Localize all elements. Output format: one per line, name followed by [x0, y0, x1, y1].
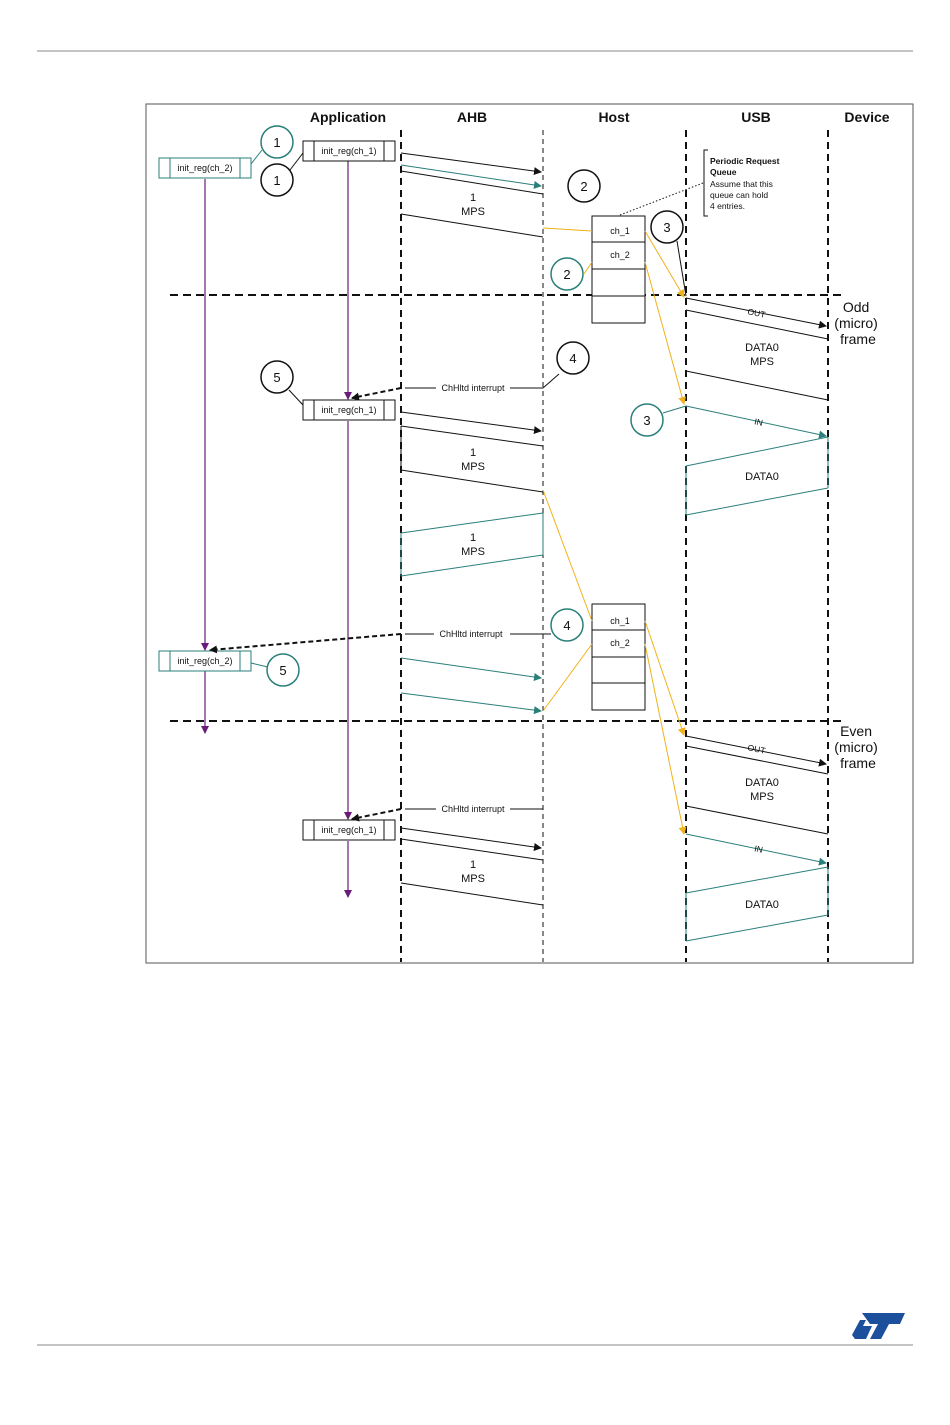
header-host: Host — [598, 109, 629, 125]
svg-text:init_reg(ch_2): init_reg(ch_2) — [177, 163, 232, 173]
svg-text:ch_2: ch_2 — [610, 250, 630, 260]
svg-text:MPS: MPS — [750, 791, 774, 803]
step-1-teal: 1 — [260, 125, 294, 159]
usb-data0-in-2: DATA0 — [685, 866, 829, 942]
svg-text:1: 1 — [273, 173, 280, 188]
chhltd-interrupt-3: ChHltd interrupt — [351, 804, 543, 822]
svg-text:queue can hold: queue can hold — [710, 190, 768, 200]
init-reg-ch1-box-1: init_reg(ch_1) — [302, 140, 396, 162]
figure-frame — [145, 103, 914, 964]
usb-in-1: IN — [662, 405, 827, 439]
usb-out-2: OUT — [685, 735, 827, 767]
svg-text:DATA0: DATA0 — [745, 471, 779, 483]
init-reg-ch1-box-3: init_reg(ch_1) — [302, 819, 396, 841]
svg-text:ch_2: ch_2 — [610, 638, 630, 648]
request-queue-1: ch_1 ch_2 — [591, 215, 646, 324]
ahb-mps-block-3: 1 MPS — [400, 838, 544, 906]
svg-text:1: 1 — [273, 135, 280, 150]
step-2-teal: 2 — [550, 257, 584, 291]
ahb-mps-block-2: 1 MPS — [400, 425, 544, 493]
svg-text:init_reg(ch_1): init_reg(ch_1) — [321, 405, 376, 415]
svg-text:OUT: OUT — [747, 306, 767, 319]
svg-text:DATA0: DATA0 — [745, 342, 779, 354]
svg-text:5: 5 — [279, 663, 286, 678]
queue-note: Periodic Request Queue Assume that this … — [619, 149, 780, 217]
step-3-black: 3 — [650, 210, 684, 244]
header-usb: USB — [741, 109, 771, 125]
svg-text:3: 3 — [663, 220, 670, 235]
svg-text:MPS: MPS — [461, 546, 485, 558]
svg-text:IN: IN — [753, 843, 763, 855]
svg-text:MPS: MPS — [750, 356, 774, 368]
even-frame-label: Even (micro) frame — [834, 723, 881, 771]
svg-text:init_reg(ch_1): init_reg(ch_1) — [321, 146, 376, 156]
step-2-black: 2 — [567, 169, 601, 203]
step-3-teal: 3 — [630, 403, 664, 437]
svg-text:1: 1 — [470, 192, 476, 204]
svg-text:DATA0: DATA0 — [745, 777, 779, 789]
chhltd-interrupt-2: ChHltd interrupt — [209, 629, 551, 654]
svg-text:4: 4 — [563, 618, 570, 633]
svg-text:init_reg(ch_2): init_reg(ch_2) — [177, 656, 232, 666]
svg-text:3: 3 — [643, 413, 650, 428]
svg-text:2: 2 — [580, 179, 587, 194]
ahb-mps-block-1: 1 MPS — [400, 170, 544, 238]
svg-text:init_reg(ch_1): init_reg(ch_1) — [321, 825, 376, 835]
svg-text:1: 1 — [470, 859, 476, 871]
svg-text:4: 4 — [569, 351, 576, 366]
svg-text:DATA0: DATA0 — [745, 899, 779, 911]
svg-text:MPS: MPS — [461, 873, 485, 885]
svg-text:2: 2 — [563, 267, 570, 282]
request-queue-2: ch_1 ch_2 — [591, 603, 646, 711]
usb-in-2: IN — [685, 833, 827, 866]
svg-text:MPS: MPS — [461, 206, 485, 218]
svg-text:ChHltd interrupt: ChHltd interrupt — [441, 804, 505, 814]
step-5-teal: 5 — [266, 653, 300, 687]
svg-text:1: 1 — [470, 447, 476, 459]
svg-text:Queue: Queue — [710, 167, 737, 177]
init-reg-ch2-box-1: init_reg(ch_2) — [158, 157, 252, 179]
usb-data0-mps-2: DATA0 MPS — [685, 745, 829, 835]
header-ahb: AHB — [457, 109, 487, 125]
svg-text:MPS: MPS — [461, 461, 485, 473]
svg-text:Assume that this: Assume that this — [710, 179, 773, 189]
header-device: Device — [844, 109, 889, 125]
svg-text:ChHltd interrupt: ChHltd interrupt — [439, 629, 503, 639]
svg-text:IN: IN — [753, 416, 763, 428]
svg-text:1: 1 — [470, 532, 476, 544]
usb-data0-in-1: DATA0 — [685, 436, 829, 516]
init-reg-ch2-box-2: init_reg(ch_2) — [158, 650, 252, 672]
ahb-mps-block-teal: 1 MPS — [400, 512, 544, 577]
chhltd-interrupt-1: ChHltd interrupt — [351, 373, 560, 401]
svg-text:OUT: OUT — [747, 742, 767, 755]
init-reg-ch1-box-2: init_reg(ch_1) — [302, 399, 396, 421]
svg-text:4 entries.: 4 entries. — [710, 201, 745, 211]
header-application: Application — [310, 109, 386, 125]
svg-text:ch_1: ch_1 — [610, 226, 630, 236]
svg-text:Periodic Request: Periodic Request — [710, 156, 780, 166]
step-5-black: 5 — [260, 360, 294, 394]
step-4-teal: 4 — [550, 608, 584, 642]
step-4-black: 4 — [556, 341, 590, 375]
usb-out-1: OUT — [685, 297, 827, 329]
usb-data0-mps-1: DATA0 MPS — [685, 309, 829, 401]
svg-text:ch_1: ch_1 — [610, 616, 630, 626]
st-logo — [852, 1313, 905, 1339]
odd-frame-label: Odd (micro) frame — [834, 299, 881, 347]
svg-text:5: 5 — [273, 370, 280, 385]
step-1-black: 1 — [260, 163, 294, 197]
svg-text:ChHltd interrupt: ChHltd interrupt — [441, 383, 505, 393]
